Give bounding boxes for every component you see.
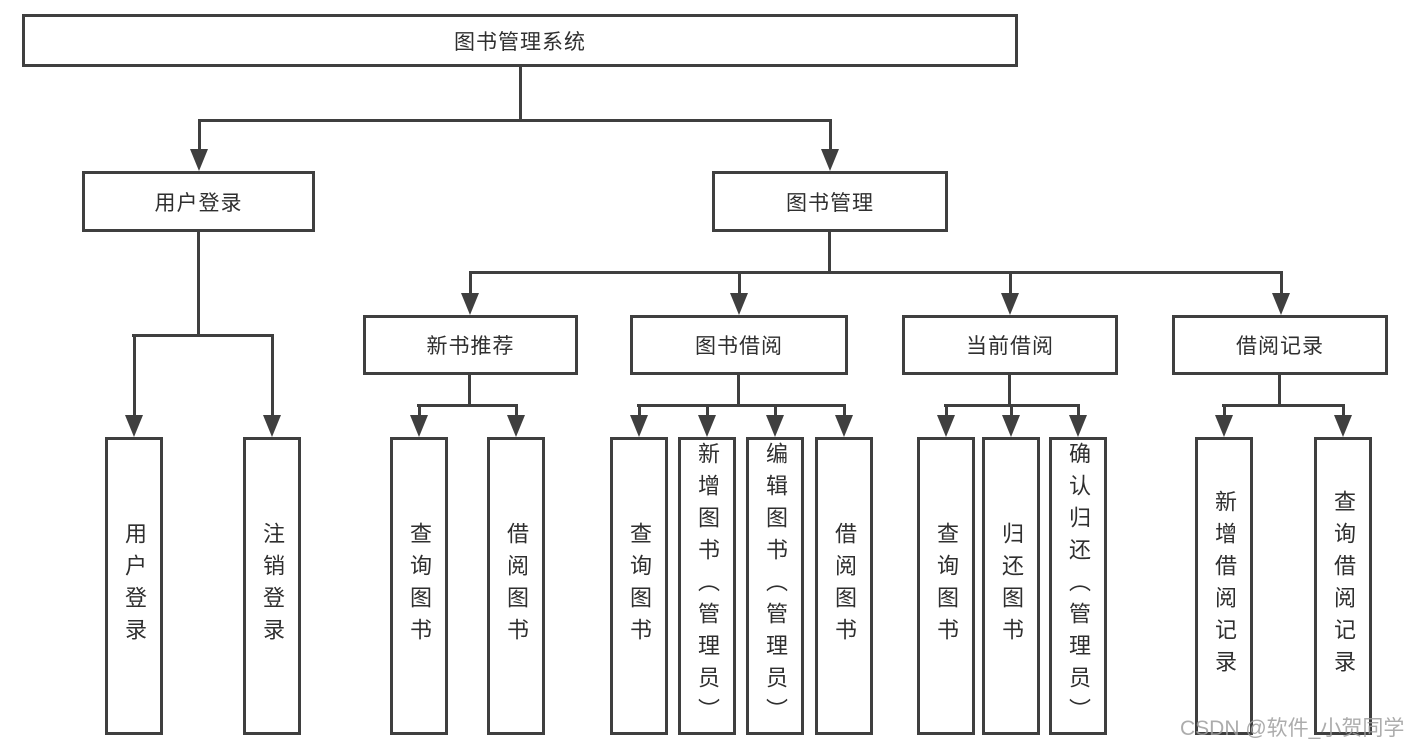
node-label: 图书管理系统: [454, 30, 586, 54]
tree-connector-line: [1009, 271, 1012, 297]
arrowhead-down-icon: [1334, 415, 1352, 437]
node-borrow-books-borrowing: 借阅图书: [815, 437, 873, 735]
arrowhead-down-icon: [1215, 415, 1233, 437]
tree-connector-line: [198, 119, 832, 122]
tree-connector-line: [1223, 404, 1226, 419]
node-query-books-current: 查询图书: [917, 437, 975, 735]
node-label: 新增图书（管理员）: [695, 442, 720, 730]
arrowhead-down-icon: [821, 149, 839, 171]
node-query-books-newbooks: 查询图书: [390, 437, 448, 735]
tree-connector-line: [418, 404, 421, 419]
tree-connector-line: [1008, 375, 1011, 406]
node-new-book-recommend: 新书推荐: [363, 315, 578, 375]
node-return-books: 归还图书: [982, 437, 1040, 735]
tree-connector-line: [1222, 404, 1345, 407]
tree-connector-line: [132, 334, 274, 337]
node-book-management-branch: 图书管理: [712, 171, 948, 232]
tree-connector-line: [469, 271, 1283, 274]
tree-connector-line: [774, 404, 777, 419]
tree-connector-line: [1280, 271, 1283, 297]
tree-connector-line: [519, 66, 522, 120]
node-label: 查询图书: [407, 522, 432, 650]
tree-connector-line: [737, 375, 740, 406]
tree-connector-line: [271, 334, 274, 418]
arrowhead-down-icon: [937, 415, 955, 437]
arrowhead-down-icon: [1272, 293, 1290, 315]
node-label: 确认归还（管理员）: [1066, 442, 1091, 730]
node-label: 查询图书: [627, 522, 652, 650]
node-book-borrowing: 图书借阅: [630, 315, 848, 375]
tree-connector-line: [638, 404, 641, 419]
arrowhead-down-icon: [1002, 415, 1020, 437]
tree-connector-line: [738, 271, 741, 297]
node-logout: 注销登录: [243, 437, 301, 735]
arrowhead-down-icon: [766, 415, 784, 437]
tree-connector-line: [1278, 375, 1281, 406]
tree-connector-line: [843, 404, 846, 419]
csdn-watermark: CSDN @软件_小贺同学: [1180, 717, 1405, 740]
node-current-borrowing: 当前借阅: [902, 315, 1118, 375]
node-add-borrow-record: 新增借阅记录: [1195, 437, 1253, 735]
node-user-login-leaf: 用户登录: [105, 437, 163, 735]
node-label: 借阅记录: [1236, 335, 1324, 358]
node-label: 图书借阅: [695, 335, 783, 358]
node-label: 查询图书: [934, 522, 959, 650]
node-borrowing-records: 借阅记录: [1172, 315, 1388, 375]
tree-connector-line: [945, 404, 948, 419]
arrowhead-down-icon: [125, 415, 143, 437]
arrowhead-down-icon: [730, 293, 748, 315]
node-edit-books-admin: 编辑图书（管理员）: [746, 437, 804, 735]
arrowhead-down-icon: [1001, 293, 1019, 315]
arrowhead-down-icon: [263, 415, 281, 437]
node-label: 查询借阅记录: [1331, 490, 1356, 682]
arrowhead-down-icon: [698, 415, 716, 437]
tree-connector-line: [515, 404, 518, 419]
node-label: 新增借阅记录: [1212, 490, 1237, 682]
node-label: 新书推荐: [426, 335, 515, 358]
tree-connector-line: [469, 271, 472, 297]
node-confirm-return-admin: 确认归还（管理员）: [1049, 437, 1107, 735]
tree-connector-line: [197, 232, 200, 336]
node-label: 注销登录: [260, 522, 285, 650]
node-label: 归还图书: [999, 522, 1024, 650]
arrowhead-down-icon: [190, 149, 208, 171]
tree-connector-line: [637, 404, 846, 407]
arrowhead-down-icon: [630, 415, 648, 437]
node-query-books-borrowing: 查询图书: [610, 437, 668, 735]
tree-connector-line: [468, 375, 471, 406]
arrowhead-down-icon: [835, 415, 853, 437]
tree-connector-line: [706, 404, 709, 419]
arrowhead-down-icon: [461, 293, 479, 315]
node-label: 编辑图书（管理员）: [763, 442, 788, 730]
tree-connector-line: [1077, 404, 1080, 419]
node-label: 当前借阅: [966, 335, 1054, 358]
arrowhead-down-icon: [507, 415, 525, 437]
tree-connector-line: [133, 334, 136, 418]
tree-connector-line: [417, 404, 517, 407]
node-label: 用户登录: [122, 522, 147, 650]
node-borrow-books-newbooks: 借阅图书: [487, 437, 545, 735]
tree-connector-line: [1010, 404, 1013, 419]
tree-connector-line: [198, 119, 201, 152]
tree-connector-line: [828, 232, 831, 273]
node-label: 借阅图书: [832, 522, 857, 650]
tree-connector-line: [829, 119, 832, 152]
node-label: 图书管理: [786, 191, 874, 215]
node-label: 用户登录: [154, 191, 243, 215]
node-label: 借阅图书: [504, 522, 529, 650]
arrowhead-down-icon: [410, 415, 428, 437]
node-add-books-admin: 新增图书（管理员）: [678, 437, 736, 735]
arrowhead-down-icon: [1069, 415, 1087, 437]
tree-connector-line: [1342, 404, 1345, 419]
node-library-management-system: 图书管理系统: [22, 14, 1018, 67]
node-user-login-branch: 用户登录: [82, 171, 315, 232]
node-query-borrow-record: 查询借阅记录: [1314, 437, 1372, 735]
